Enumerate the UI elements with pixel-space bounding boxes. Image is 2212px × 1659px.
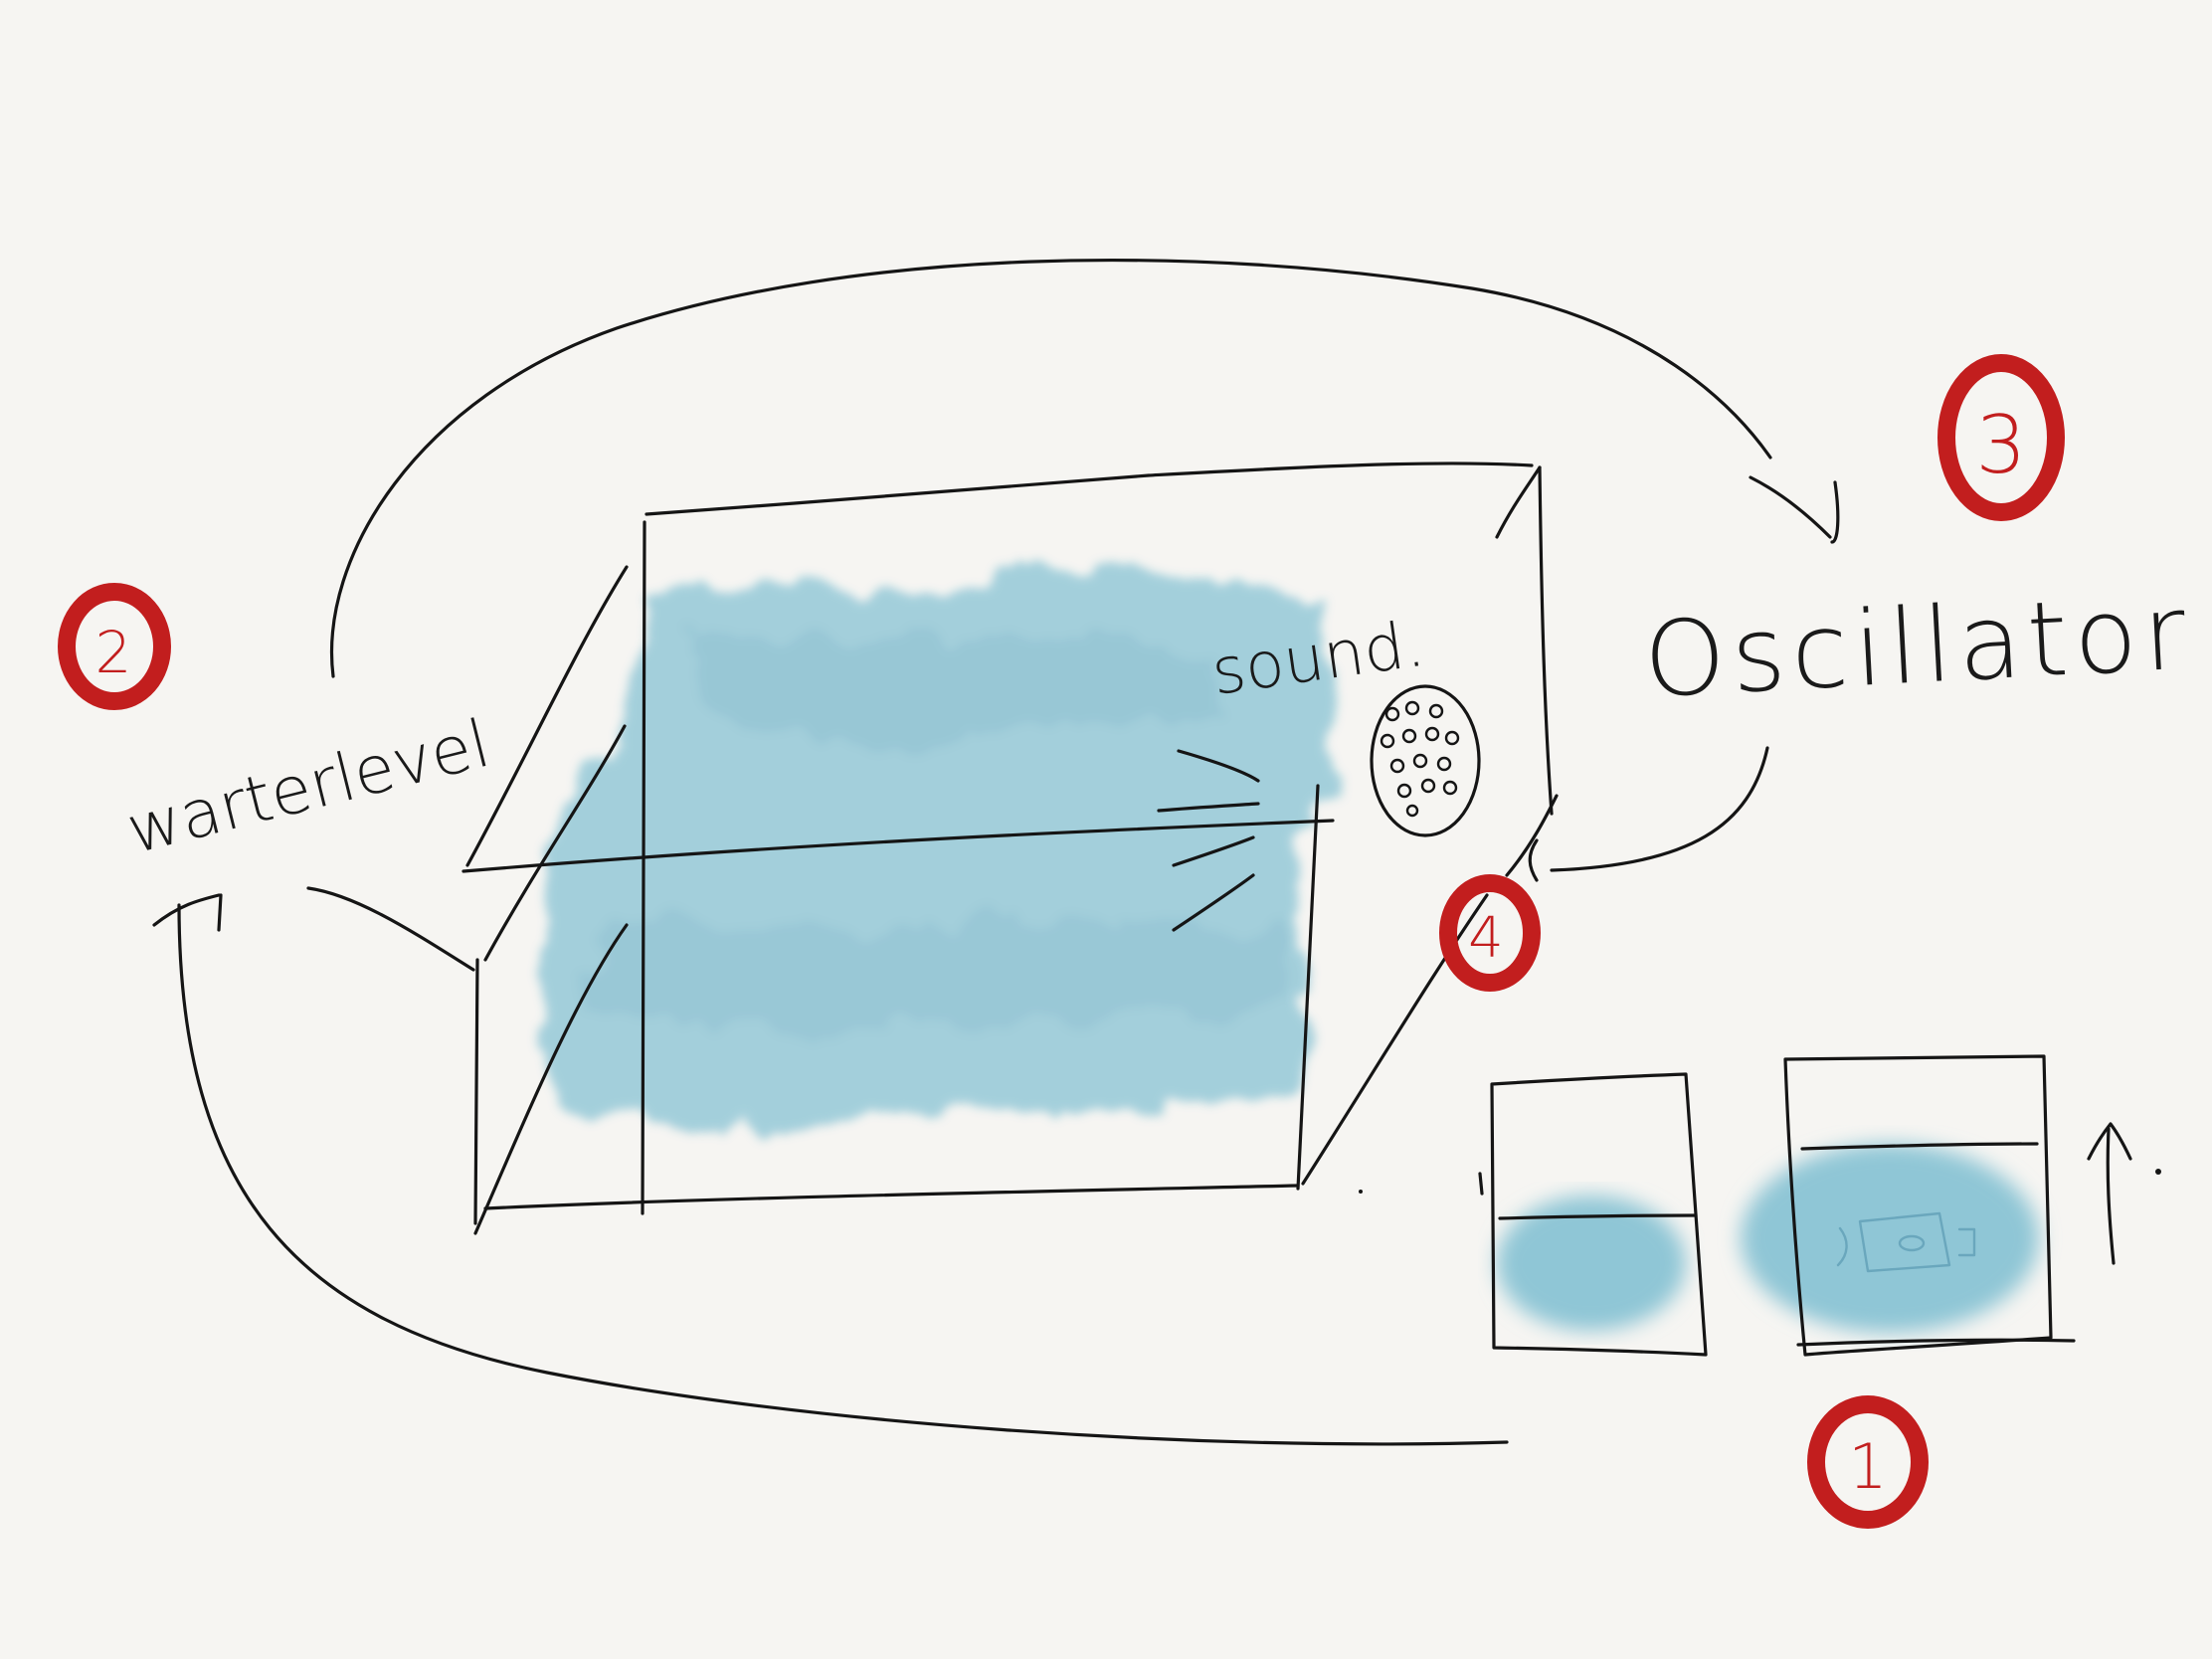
submerged-object — [1836, 1211, 1976, 1273]
svg-text:3: 3 — [1976, 399, 2027, 491]
oscillator-to-speaker-arrow — [1528, 746, 1769, 882]
level-container-low — [1478, 1072, 1708, 1357]
level-container-high — [1359, 1054, 2161, 1357]
water-tank — [461, 461, 1559, 1235]
waterlevel-pointer — [306, 886, 475, 972]
sound-waves — [1157, 749, 1260, 932]
step-badge-4: 4 — [1439, 874, 1541, 992]
waterlevel-label: warterlevel — [119, 705, 497, 869]
svg-text:1: 1 — [1848, 1430, 1887, 1503]
step-badge-2: 2 — [58, 583, 171, 710]
svg-text:2: 2 — [95, 619, 132, 686]
top-loop-arrow — [330, 259, 1840, 678]
svg-text:4: 4 — [1468, 906, 1504, 971]
tank-water — [532, 570, 1338, 1125]
oscillator-label: Oscillator — [1641, 571, 2194, 721]
step-badge-1: 1 — [1807, 1395, 1929, 1529]
svg-text:Oscillator: Oscillator — [1641, 571, 2194, 721]
bottom-loop-arrow — [152, 893, 1509, 1446]
step-badge-3: 3 — [1937, 354, 2065, 521]
speaker — [1370, 684, 1481, 837]
svg-text:warterlevel: warterlevel — [119, 705, 497, 869]
